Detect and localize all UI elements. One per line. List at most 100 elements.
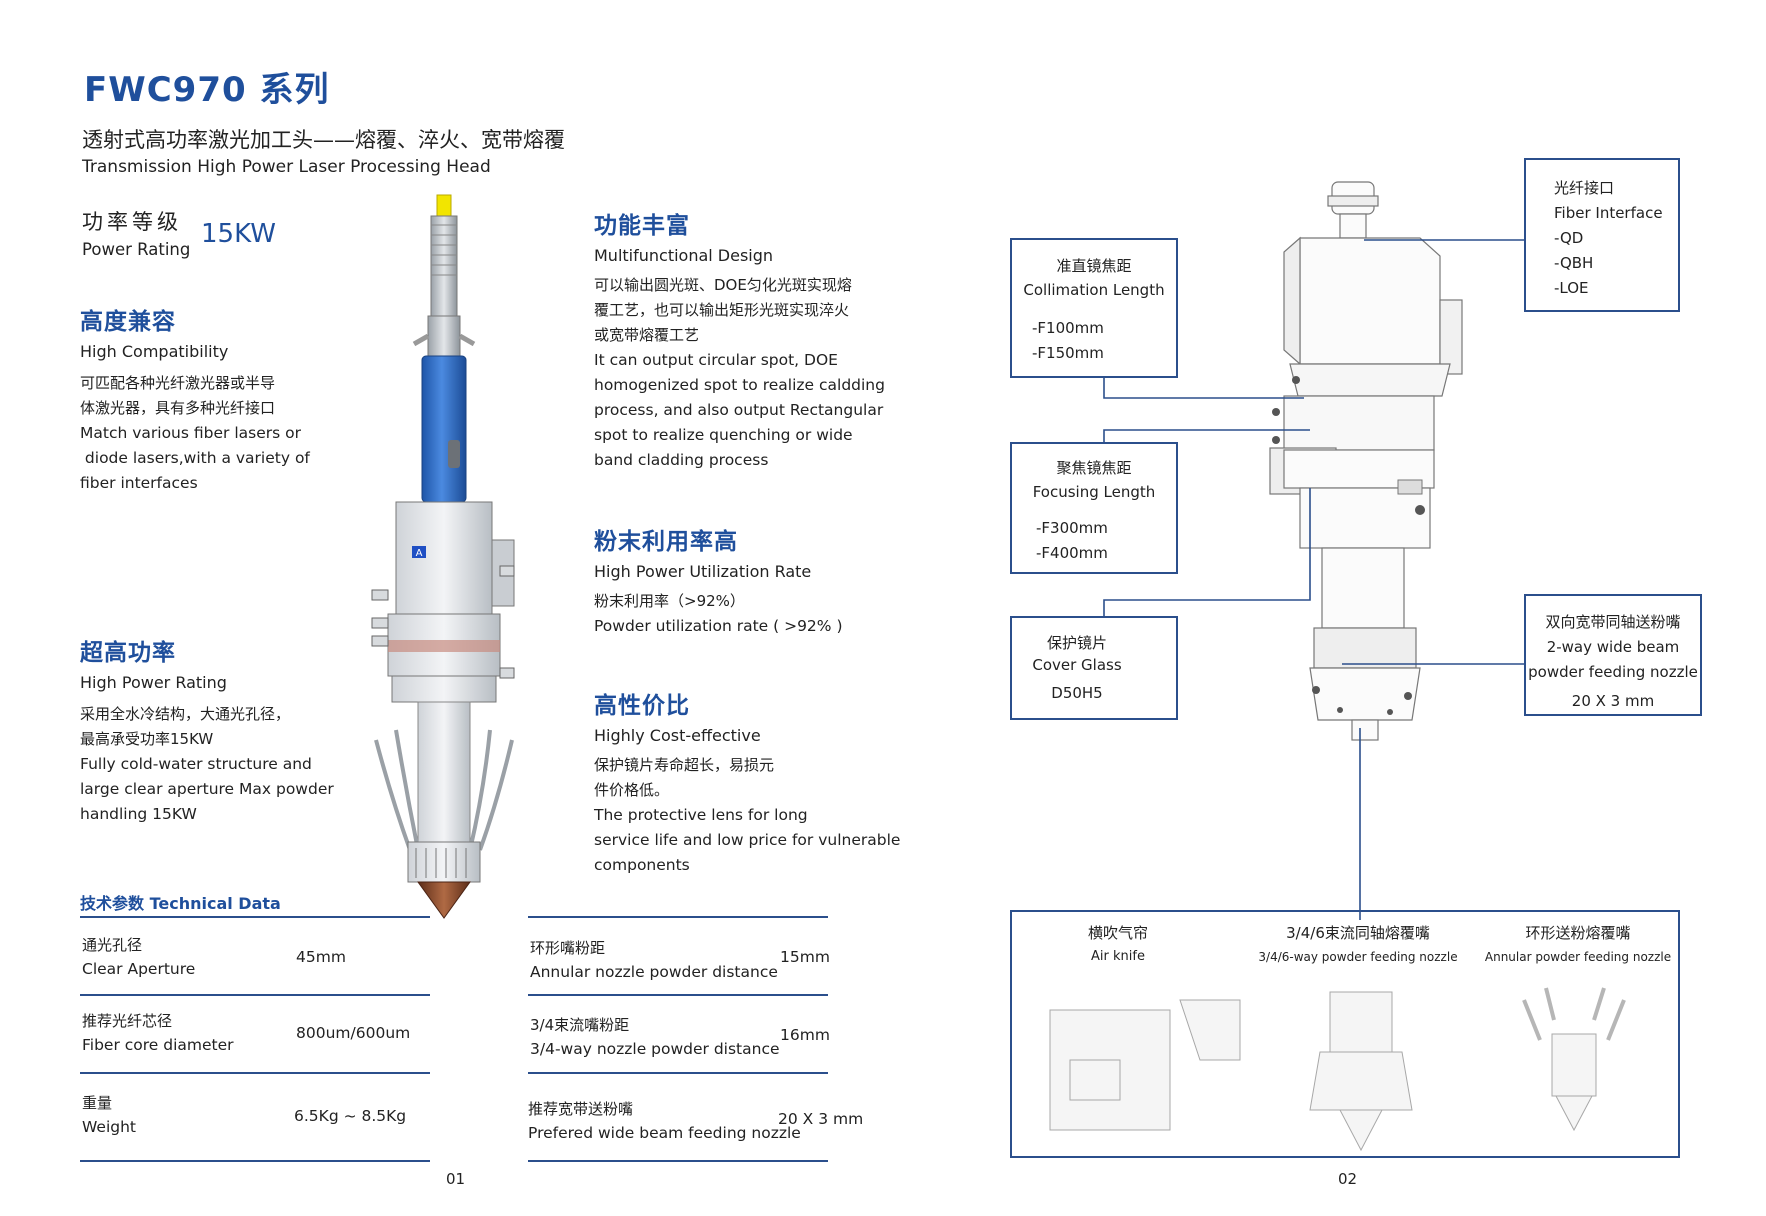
callout-title-en: 2-way wide beam (1546, 638, 1680, 656)
callout-item: -QD (1554, 229, 1584, 247)
feature-desc-en: Powder utilization rate ( >92% ) (594, 617, 843, 635)
table-divider (528, 1072, 828, 1074)
feature-desc-zh: 保护镜片寿命超长，易损元 (594, 756, 775, 774)
page-number: 01 (446, 1170, 466, 1188)
row-value: 800um/600um (296, 1024, 411, 1042)
table-row: 3/4束流嘴粉距 3/4-way nozzle powder distance (530, 1014, 780, 1058)
callout-title-zh: 双向宽带同轴送粉嘴 (1545, 613, 1681, 631)
row-label-zh: 推荐光纤芯径 (82, 1012, 173, 1030)
feature-compatibility: 高度兼容 High Compatibility 可匹配各种光纤激光器或半导 体激… (80, 302, 380, 496)
feature-desc-en: components (594, 856, 690, 874)
callout-focusing: 聚焦镜焦距 Focusing Length -F300mm -F400mm (1010, 442, 1178, 574)
row-label-en: 3/4-way nozzle powder distance (530, 1040, 780, 1058)
table-row: 环形嘴粉距 Annular nozzle powder distance (530, 937, 778, 981)
feature-cost-effective: 高性价比 Highly Cost-effective 保护镜片寿命超长，易损元 … (594, 686, 924, 878)
table-divider (80, 1072, 430, 1074)
table-divider (80, 1160, 430, 1162)
row-label-zh: 重量 (82, 1094, 113, 1112)
feature-desc-en: large clear aperture Max powder (80, 780, 334, 798)
callout-title-zh: 光纤接口 (1554, 179, 1615, 197)
feature-desc-en: The protective lens for long (594, 806, 808, 824)
feature-desc-en: process, and also output Rectangular (594, 401, 884, 419)
callout-item: -F300mm (1036, 519, 1108, 537)
feature-desc-zh: 或宽带熔覆工艺 (594, 326, 700, 344)
power-rating-value: 15KW (201, 219, 276, 249)
nozzle-type-en: Air knife (1091, 949, 1145, 964)
subtitle-en: Transmission High Power Laser Processing… (82, 157, 491, 177)
power-rating-label-en: Power Rating (82, 240, 191, 259)
callout-title-zh: 保护镜片 (1046, 634, 1107, 652)
callout-title-en: Collimation Length (1023, 281, 1165, 299)
nozzle-type-en: Annular powder feeding nozzle (1484, 950, 1672, 964)
callout-item: -QBH (1554, 254, 1594, 272)
feature-title-en: Highly Cost-effective (594, 726, 761, 745)
subtitle-zh: 透射式高功率激光加工头——熔覆、淬火、宽带熔覆 (82, 128, 565, 152)
nozzle-type-annular: 环形送粉熔覆嘴 Annular powder feeding nozzle (1480, 922, 1676, 964)
row-value: 45mm (296, 948, 346, 966)
row-label-zh: 环形嘴粉距 (530, 939, 606, 957)
callout-title-en: Cover Glass (1032, 656, 1122, 674)
feature-desc-en: service life and low price for vulnerabl… (594, 831, 901, 849)
feature-desc-en: diode lasers,with a variety of (80, 449, 310, 467)
callout-item: -F100mm (1032, 319, 1104, 337)
callout-collimation: 准直镜焦距 Collimation Length -F100mm -F150mm (1010, 238, 1178, 378)
callout-item: -LOE (1554, 279, 1589, 297)
table-row: 通光孔径 Clear Aperture (82, 934, 195, 978)
table-divider (80, 916, 430, 918)
feature-title-zh: 粉末利用率高 (594, 529, 738, 555)
feature-desc-zh: 采用全水冷结构，大通光孔径， (80, 705, 291, 723)
row-label-en: Weight (82, 1118, 137, 1136)
nozzle-types-panel (1010, 910, 1680, 1158)
callout-title-en: Focusing Length (1032, 483, 1156, 501)
row-label-zh: 通光孔径 (82, 936, 143, 954)
power-rating-label-zh: 功率等级 (82, 210, 182, 234)
nozzle-type-multiway: 3/4/6束流同轴熔覆嘴 3/4/6-way powder feeding no… (1246, 922, 1470, 964)
callout-title-en: powder feeding nozzle (1528, 663, 1698, 681)
callout-title-en: Fiber Interface (1554, 204, 1663, 222)
row-label-en: Prefered wide beam feeding nozzle (528, 1124, 801, 1142)
feature-title-en: High Power Utilization Rate (594, 562, 812, 581)
callout-item: -F150mm (1032, 344, 1104, 362)
feature-title-zh: 超高功率 (80, 640, 176, 666)
feature-powder-utilization: 粉末利用率高 High Power Utilization Rate 粉末利用率… (594, 522, 894, 639)
table-divider (80, 994, 430, 996)
page-title: FWC970 系列 (84, 70, 330, 110)
page-number: 02 (1338, 1170, 1358, 1188)
nozzle-type-zh: 横吹气帘 (1087, 924, 1148, 942)
row-label-en: Fiber core diameter (82, 1036, 234, 1054)
feature-multifunctional: 功能丰富 Multifunctional Design 可以输出圆光斑、DOE匀… (594, 206, 894, 473)
row-value: 20 X 3 mm (778, 1110, 864, 1128)
feature-desc-zh: 可以输出圆光斑、DOE匀化光斑实现熔 (594, 276, 852, 294)
callout-title-zh: 准直镜焦距 (1056, 257, 1132, 275)
feature-high-power: 超高功率 High Power Rating 采用全水冷结构，大通光孔径， 最高… (80, 633, 400, 827)
table-divider (528, 916, 828, 918)
feature-desc-zh: 最高承受功率15KW (80, 730, 214, 748)
nozzle-type-zh: 3/4/6束流同轴熔覆嘴 (1286, 924, 1430, 942)
callout-item: -F400mm (1036, 544, 1108, 562)
feature-desc-zh: 粉末利用率（>92%） (594, 592, 745, 610)
feature-desc-en: spot to realize quenching or wide (594, 426, 853, 444)
feature-desc-en: band cladding process (594, 451, 769, 469)
feature-desc-en: handling 15KW (80, 805, 197, 823)
feature-desc-zh: 件价格低。 (594, 781, 670, 799)
row-label-en: Annular nozzle powder distance (530, 963, 778, 981)
callout-cover-glass: 保护镜片 Cover Glass D50H5 (1010, 616, 1178, 720)
table-row: 推荐宽带送粉嘴 Prefered wide beam feeding nozzl… (528, 1098, 801, 1142)
callout-fiber-interface: 光纤接口 Fiber Interface -QD -QBH -LOE (1524, 158, 1680, 312)
row-label-zh: 3/4束流嘴粉距 (530, 1016, 630, 1034)
head-diagram (1269, 181, 1463, 741)
feature-title-en: Multifunctional Design (594, 246, 774, 265)
feature-desc-zh: 体激光器，具有多种光纤接口 (80, 399, 276, 417)
table-row: 重量 Weight (82, 1092, 136, 1136)
row-value: 15mm (780, 948, 830, 966)
table-divider (528, 1160, 828, 1162)
feature-desc-zh: 覆工艺，也可以输出矩形光斑实现淬火 (594, 301, 850, 319)
row-label-zh: 推荐宽带送粉嘴 (528, 1100, 634, 1118)
feature-desc-en: fiber interfaces (80, 474, 198, 492)
feature-desc-en: Match various fiber lasers or (80, 424, 301, 442)
tech-data-heading: 技术参数 Technical Data (80, 894, 281, 913)
row-label-en: Clear Aperture (82, 960, 196, 978)
feature-title-zh: 功能丰富 (594, 213, 690, 239)
feature-desc-en: homogenized spot to realize caldding (594, 376, 885, 394)
